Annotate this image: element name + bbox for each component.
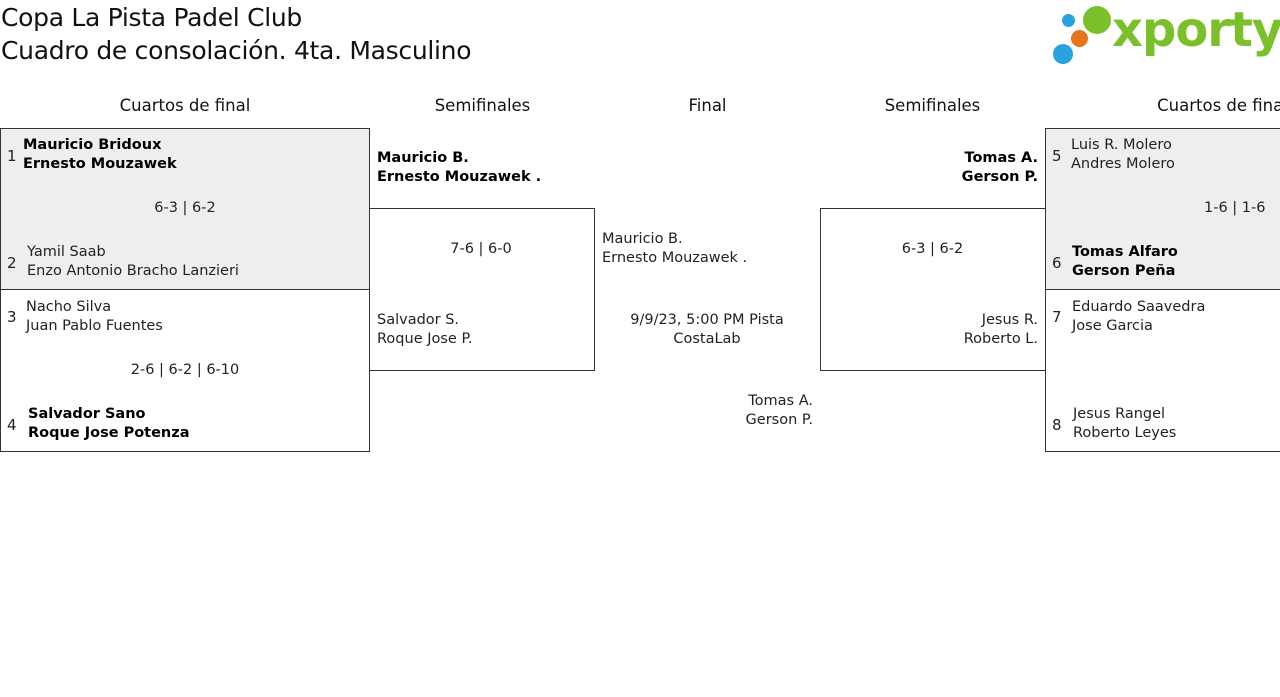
player-name: Gerson P. [745,412,813,428]
player-name: Salvador Sano [28,406,146,422]
player-name: Roberto L. [963,331,1038,347]
player-name: Roque Jose Potenza [28,425,190,441]
round-header-right-qf: Cuartos de final [1157,96,1280,115]
match-score: 7-6 | 6-0 [450,241,512,257]
player-name: Eduardo Saavedra [1072,299,1206,315]
seed-number: 4 [7,416,17,434]
match-right-qf-1 [1045,128,1280,290]
logo-dot-blue-bottom [1053,44,1073,64]
player-name: Roberto Leyes [1073,425,1177,441]
final-match-info: 9/9/23, 5:00 PM Pista CostaLab [630,312,784,347]
logo-dot-blue-top [1062,14,1075,27]
seed-number: 2 [7,254,17,272]
player-name: Roque Jose P. [377,331,473,347]
xporty-logo: xporty [1052,2,1280,66]
player-name: Gerson P. [961,169,1038,185]
player-name: Nacho Silva [26,299,112,315]
player-name: Jesus Rangel [1073,406,1166,422]
logo-dot-orange [1071,30,1088,47]
logo-dot-green [1083,6,1111,34]
player-name: Ernesto Mouzawek [23,156,177,172]
player-name: Jose Garcia [1072,318,1153,334]
player-name: Ernesto Mouzawek . [377,169,542,185]
match-score: 1-6 | 1-6 [1204,200,1266,216]
match-left-sf [369,208,595,371]
player-name: Juan Pablo Fuentes [26,318,163,334]
tournament-title: Copa La Pista Padel Club [1,3,302,32]
player-name: Mauricio Bridoux [23,137,162,153]
seed-number: 6 [1052,254,1062,272]
round-header-left-sf: Semifinales [434,96,531,115]
player-name: Salvador S. [377,312,460,328]
match-left-qf-1 [0,128,370,290]
player-name: Yamil Saab [27,244,106,260]
player-name: Mauricio B. [377,150,469,166]
player-name: Gerson Peña [1072,263,1176,279]
seed-number: 8 [1052,416,1062,434]
round-header-left-qf: Cuartos de final [119,96,251,115]
seed-number: 1 [7,147,17,165]
player-name: Jesus R. [981,312,1038,328]
player-name: Luis R. Molero [1071,137,1172,153]
bracket-subtitle: Cuadro de consolación. 4ta. Masculino [1,36,472,65]
player-name: Mauricio B. [602,231,683,247]
match-score: 2-6 | 6-2 | 6-10 [130,362,240,378]
player-name: Tomas A. [964,150,1039,166]
match-score: 6-3 | 6-2 [154,200,216,216]
seed-number: 7 [1052,308,1062,326]
player-name: Andres Molero [1071,156,1175,172]
match-right-qf-2 [1045,289,1280,452]
player-name: Enzo Antonio Bracho Lanzieri [27,263,239,279]
player-name: Ernesto Mouzawek . [602,250,748,266]
match-score: 6-3 | 6-2 [901,241,964,257]
logo-wordmark: xporty [1112,2,1280,58]
player-name: Tomas Alfaro [1072,244,1178,260]
round-header-final: Final [688,96,727,115]
seed-number: 5 [1052,147,1062,165]
seed-number: 3 [7,308,17,326]
round-header-right-sf: Semifinales [884,96,981,115]
player-name: Tomas A. [748,393,813,409]
